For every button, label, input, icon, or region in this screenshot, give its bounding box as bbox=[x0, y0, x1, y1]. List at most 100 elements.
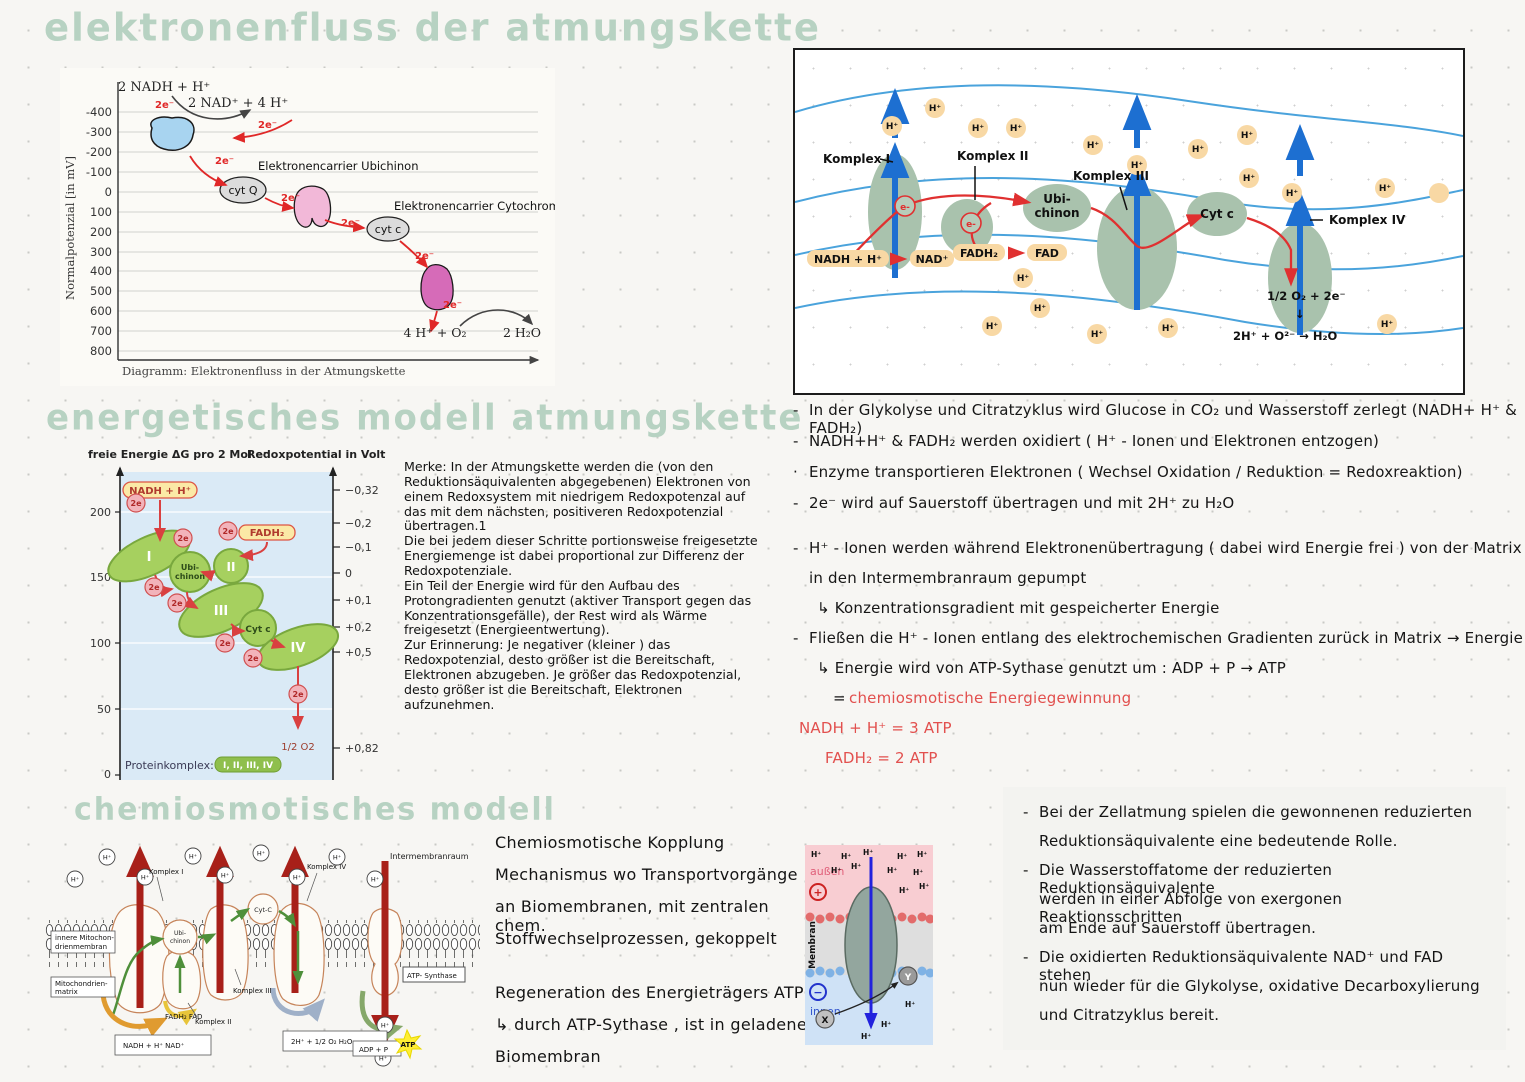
page-title-elektronenfluss: elektronenfluss der atmungskette bbox=[44, 5, 821, 50]
svg-text:FAD: FAD bbox=[1035, 247, 1059, 260]
svg-text:II: II bbox=[227, 560, 236, 574]
note-line: -Die Wasserstoffatome der reduzierten Re… bbox=[1023, 861, 1333, 897]
svg-text:H⁺: H⁺ bbox=[851, 862, 861, 871]
left-tick-labels: 200 150 100 50 0 bbox=[90, 506, 111, 781]
svg-text:III: III bbox=[214, 604, 229, 619]
svg-text:H⁺: H⁺ bbox=[886, 122, 899, 132]
svg-text:H⁺: H⁺ bbox=[929, 104, 942, 114]
nadh-pill bbox=[122, 481, 198, 499]
svg-text:chinon: chinon bbox=[170, 938, 190, 945]
note-line-fadh-atp: FADH₂ = 2 ATP bbox=[825, 749, 938, 767]
svg-text:800: 800 bbox=[90, 344, 112, 358]
svg-text:H⁺: H⁺ bbox=[141, 874, 149, 882]
cyt-c-label: cyt c bbox=[375, 223, 401, 236]
note-line: ·Enzyme transportieren Elektronen ( Wech… bbox=[793, 463, 1463, 481]
svg-text:H⁺: H⁺ bbox=[1241, 131, 1254, 141]
svg-text:ADP + P: ADP + P bbox=[359, 1046, 388, 1054]
svg-text:H⁺: H⁺ bbox=[1286, 189, 1299, 199]
section-title-chemiosmotisches-modell: chemiosmotisches modell bbox=[74, 791, 556, 828]
membrane-diagram-svg: e- e- H⁺ H⁺ H⁺ H⁺ H⁺ H⁺ H⁺ H⁺ H⁺ H⁺ H⁺ H… bbox=[794, 84, 1464, 344]
svg-text:+: + bbox=[813, 886, 822, 899]
molecule-y bbox=[898, 966, 918, 986]
svg-text:H⁺: H⁺ bbox=[1017, 274, 1030, 284]
water-arrow bbox=[459, 309, 534, 327]
svg-text:-300: -300 bbox=[86, 125, 112, 139]
svg-text:chinon: chinon bbox=[1034, 206, 1079, 220]
note-line: an Biomembranen, mit zentralen chem. bbox=[495, 897, 769, 935]
svg-text:H⁺: H⁺ bbox=[1087, 141, 1100, 151]
svg-text:−0,1: −0,1 bbox=[345, 541, 372, 554]
svg-text:H⁺: H⁺ bbox=[831, 866, 841, 875]
svg-text:H⁺: H⁺ bbox=[1381, 320, 1394, 330]
svg-text:H⁺: H⁺ bbox=[917, 850, 927, 859]
svg-text:Ubi-: Ubi- bbox=[1043, 192, 1070, 206]
svg-text:H⁺: H⁺ bbox=[897, 852, 907, 861]
x-to-y-arrow bbox=[834, 981, 899, 1015]
cyt-c-ellipse bbox=[366, 216, 410, 242]
membran-label: Membran bbox=[808, 921, 818, 969]
svg-text:H⁺: H⁺ bbox=[887, 866, 897, 875]
svg-text:ATP: ATP bbox=[401, 1041, 416, 1049]
note-line: -H⁺ - Ionen werden während Elektronenübe… bbox=[793, 539, 1522, 557]
proton-pump-arrows bbox=[880, 88, 1315, 335]
svg-text:400: 400 bbox=[90, 264, 112, 278]
svg-text:+0,2: +0,2 bbox=[345, 621, 372, 634]
note-line: Mechanismus wo Transportvorgänge bbox=[495, 865, 798, 884]
svg-text:0: 0 bbox=[104, 768, 111, 781]
svg-text:2e⁻: 2e⁻ bbox=[443, 300, 462, 311]
plus-charge-icon bbox=[809, 883, 827, 901]
ubichinon-shape bbox=[1023, 184, 1091, 232]
svg-text:200: 200 bbox=[90, 506, 111, 519]
note-line: ↳ Energie wird von ATP-Sythase genutzt u… bbox=[817, 659, 1286, 677]
complex-magenta-blob bbox=[420, 263, 454, 311]
electron-flow-chart-svg: -400 -300 -200 -100 0 100 200 300 400 50… bbox=[63, 80, 570, 378]
electron-2e-labels: 2e⁻ 2e⁻ 2e⁻ 2e⁻ 2e⁻ 2e⁻ 2e⁻ bbox=[155, 100, 462, 311]
svg-text:H⁺: H⁺ bbox=[293, 874, 301, 882]
svg-text:H⁺: H⁺ bbox=[257, 850, 265, 858]
cyt-q-label: cyt Q bbox=[228, 184, 257, 197]
energy-right-axis-title: Redoxpotential in Volt bbox=[247, 448, 386, 461]
molecule-x bbox=[815, 1009, 835, 1029]
svg-text:1/2 O₂ + 2e⁻: 1/2 O₂ + 2e⁻ bbox=[1267, 289, 1346, 303]
electron-arrows bbox=[111, 907, 304, 1016]
svg-text:H⁺: H⁺ bbox=[913, 868, 923, 877]
svg-text:0: 0 bbox=[345, 567, 352, 580]
ubichinon-label: Ubi- bbox=[174, 930, 186, 937]
note-line: ↳ Konzentrationsgradient mit gespeichert… bbox=[817, 599, 1220, 617]
svg-text:H⁺: H⁺ bbox=[1034, 304, 1047, 314]
two-electron-badges: 2e 2e 2e 2e 2e 2e 2e 2e bbox=[126, 493, 308, 704]
svg-text:2e⁻: 2e⁻ bbox=[155, 100, 174, 111]
svg-text:H⁺: H⁺ bbox=[861, 1032, 871, 1041]
svg-text:H⁺: H⁺ bbox=[919, 882, 929, 891]
svg-text:-200: -200 bbox=[86, 145, 112, 159]
carrier-ubichinon-label: Elektronencarrier Ubichinon bbox=[258, 159, 418, 173]
note-line: -Fließen die H⁺ - Ionen entlang des elek… bbox=[793, 629, 1524, 647]
svg-text:−0,32: −0,32 bbox=[345, 484, 379, 497]
svg-text:-100: -100 bbox=[86, 165, 112, 179]
chemiosmotic-notes: Chemiosmotische Kopplung Mechanismus wo … bbox=[495, 833, 810, 1079]
cyt-q-ellipse bbox=[219, 176, 267, 204]
svg-text:H⁺: H⁺ bbox=[1192, 145, 1205, 155]
svg-text:+0,5: +0,5 bbox=[345, 646, 372, 659]
svg-text:chinon: chinon bbox=[175, 572, 205, 581]
svg-text:H⁺: H⁺ bbox=[1091, 330, 1104, 340]
cytc-label: Cyt-C bbox=[254, 906, 272, 914]
atp-star: ATP bbox=[393, 1028, 423, 1060]
aussen-label: außen bbox=[810, 865, 844, 878]
merke-text-block: Merke: In der Atmungskette werden die (v… bbox=[404, 459, 758, 712]
svg-text:700: 700 bbox=[90, 324, 112, 338]
oxygen-reduction: 1/2 O₂ + 2e⁻ ↓ 2H⁺ + O²⁻ → H₂O bbox=[1233, 289, 1346, 343]
svg-text:H⁺: H⁺ bbox=[863, 848, 873, 857]
svg-text:2e⁻: 2e⁻ bbox=[281, 193, 300, 204]
svg-text:2e: 2e bbox=[220, 639, 232, 648]
proton-pump-svg: außen + Membran − innen X Y H⁺ H⁺ H⁺ H⁺ … bbox=[805, 845, 935, 1045]
svg-text:H⁺: H⁺ bbox=[103, 854, 111, 862]
note-line: nun wieder für die Glykolyse, oxidative … bbox=[1039, 977, 1480, 995]
svg-text:−0,2: −0,2 bbox=[345, 517, 372, 530]
svg-text:+0,1: +0,1 bbox=[345, 594, 372, 607]
note-line: werden in einer Abfolge von exergonen Re… bbox=[1039, 890, 1343, 926]
respiratory-chain-membrane-diagram: e- e- H⁺ H⁺ H⁺ H⁺ H⁺ H⁺ H⁺ H⁺ H⁺ H⁺ H⁺ H… bbox=[793, 48, 1465, 395]
water-curved-arrow bbox=[270, 987, 325, 1022]
complex-labels: Komplex I Komplex II Komplex III Cyt c K… bbox=[823, 149, 1406, 227]
svg-text:2e: 2e bbox=[149, 583, 161, 592]
